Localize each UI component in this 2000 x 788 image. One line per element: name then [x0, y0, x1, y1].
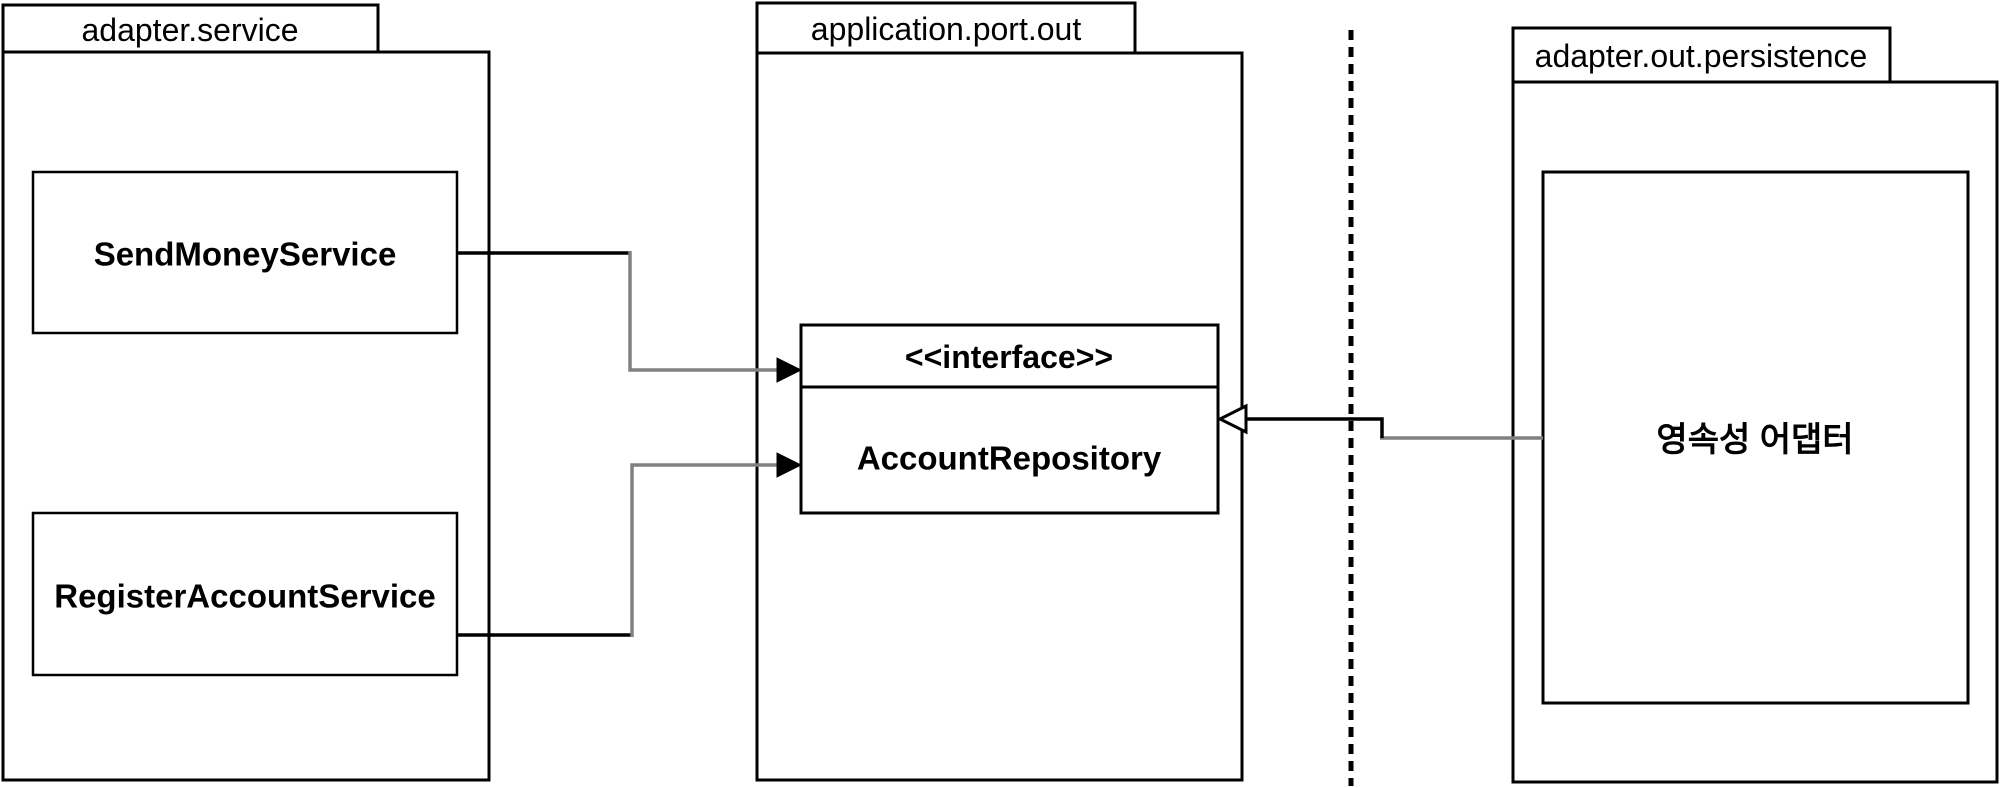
class-box-persistence-adapter: 영속성 어댑터	[1541, 170, 1970, 705]
connector-segment	[628, 251, 781, 372]
package-application-port-out-tab	[755, 1, 1137, 55]
package-adapter-out-persistence-tab	[1511, 26, 1892, 84]
connector-persistence-adapter-to-repository	[1216, 403, 1543, 440]
package-adapter-service-label: adapter.service	[81, 12, 298, 48]
account-repository-label: AccountRepository	[857, 440, 1162, 477]
connector-register-account-to-repository	[457, 452, 803, 637]
connector-send-money-to-repository	[457, 251, 803, 383]
connector-segment	[630, 463, 781, 637]
interface-stereotype-label: <<interface>>	[905, 339, 1113, 375]
package-application-port-out: application.port.out <<interface>> Accou…	[755, 1, 1244, 782]
class-box-register-account-service: RegisterAccountService	[31, 511, 459, 677]
open-triangle-arrowhead-icon	[1216, 403, 1248, 435]
connector-segment	[1246, 417, 1384, 438]
package-adapter-out-persistence-label: adapter.out.persistence	[1535, 38, 1868, 74]
solid-arrowhead-icon	[776, 452, 803, 478]
solid-arrowhead-icon	[776, 357, 803, 383]
package-adapter-service: adapter.service SendMoneyService Registe…	[1, 3, 491, 782]
send-money-service-box	[31, 170, 459, 335]
account-repository-box	[799, 323, 1220, 515]
persistence-adapter-label: 영속성 어댑터	[1656, 421, 1853, 459]
class-box-send-money-service: SendMoneyService	[31, 170, 459, 335]
register-account-service-box	[31, 511, 459, 677]
interface-box-account-repository: <<interface>> AccountRepository	[799, 323, 1220, 515]
package-adapter-out-persistence: adapter.out.persistence 영속성 어댑터	[1511, 26, 1999, 784]
register-account-service-label: RegisterAccountService	[54, 578, 435, 615]
send-money-service-label: SendMoneyService	[94, 236, 397, 273]
package-application-port-out-label: application.port.out	[811, 11, 1082, 47]
persistence-adapter-box	[1541, 170, 1970, 705]
package-adapter-service-tab	[1, 3, 380, 54]
